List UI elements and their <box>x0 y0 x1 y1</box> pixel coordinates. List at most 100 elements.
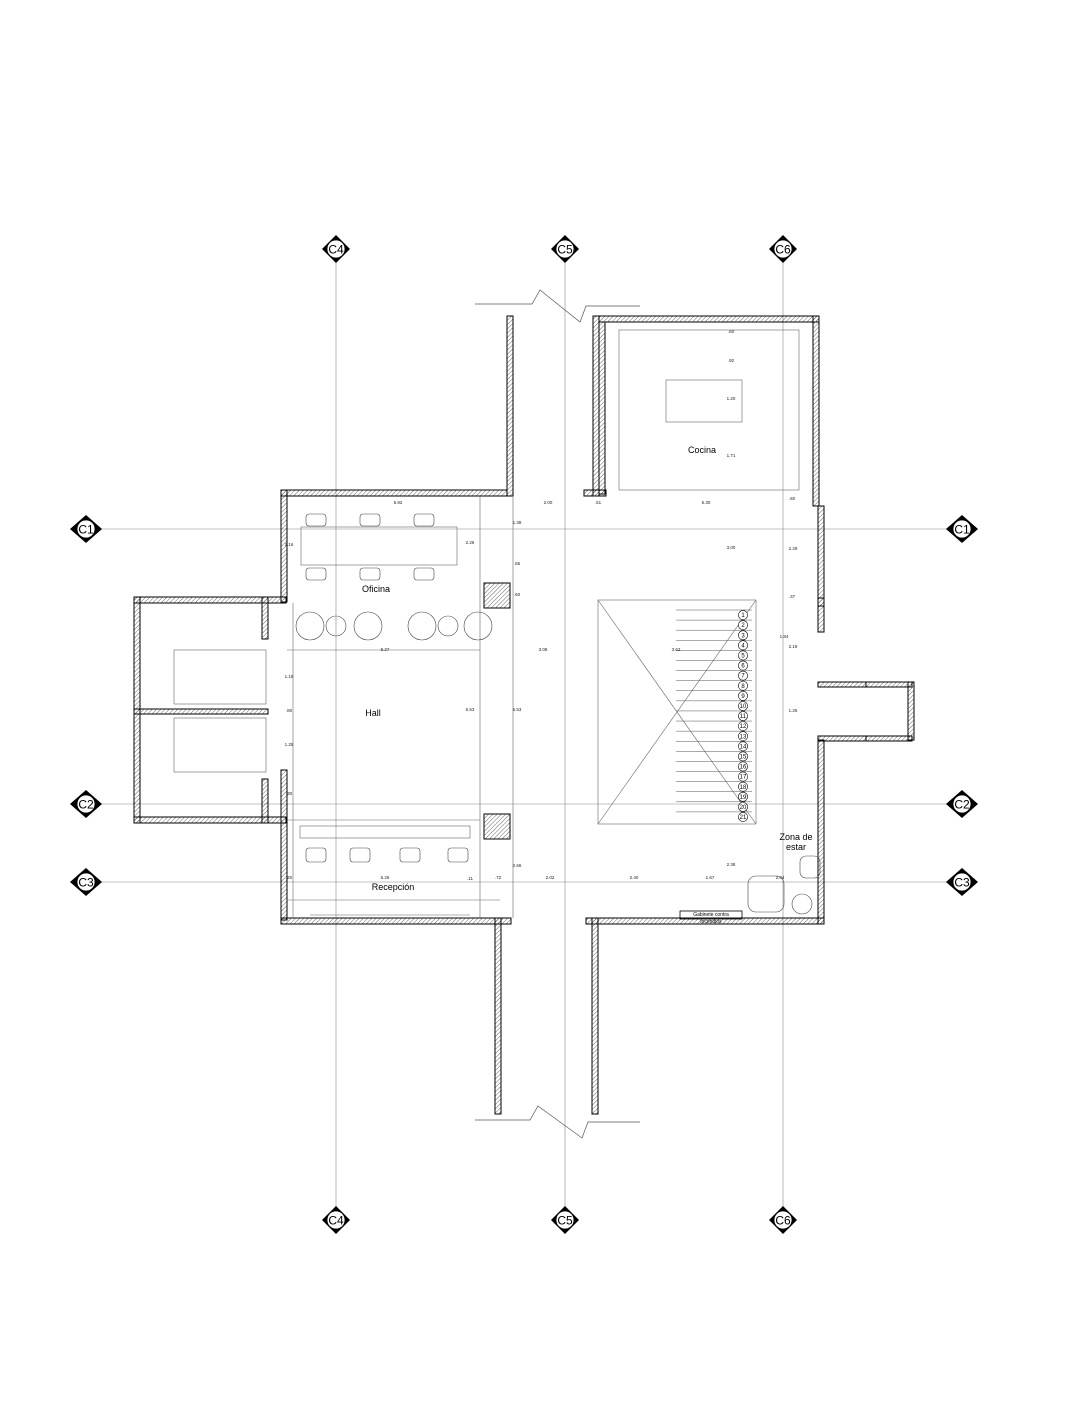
dim: 1.67 <box>706 875 715 880</box>
axis-label-c2-right: C2 <box>954 798 970 812</box>
dim: 3.00 <box>727 545 736 550</box>
fire-cabinet <box>679 910 743 920</box>
stair-step-number: 17 <box>740 775 747 781</box>
stair-step-number: 15 <box>740 754 747 760</box>
dim: 1.25 <box>285 742 294 747</box>
stair-treads <box>676 609 752 813</box>
stair-step-number: 3 <box>741 633 745 639</box>
stair-step-number: 16 <box>740 765 747 771</box>
room-label-zona-estar-2: estar <box>786 842 806 852</box>
stair-step-marker <box>738 711 748 721</box>
room-label-oficina: Oficina <box>362 584 390 594</box>
dim: .20 <box>286 875 293 880</box>
walls <box>133 315 915 1115</box>
dim: 5.30 <box>702 500 711 505</box>
stair-step-number: 18 <box>740 785 747 791</box>
room-label-hall: Hall <box>365 708 381 718</box>
reception-chairs <box>305 847 469 863</box>
room-label-cocina: Cocina <box>688 445 716 455</box>
dim: 2.38 <box>727 862 736 867</box>
dim: 2.26 <box>466 540 475 545</box>
dim: 2.29 <box>789 546 798 551</box>
stair-step-marker <box>738 670 748 681</box>
stair-step-marker <box>738 630 748 641</box>
dim: .92 <box>728 358 735 363</box>
stair-step-marker <box>738 721 748 731</box>
dim: 1.25 <box>789 708 798 713</box>
stair-step-marker <box>738 751 748 762</box>
axis-label-c1-left: C1 <box>78 523 94 537</box>
fire-cabinet-label-2: incendios <box>700 919 722 925</box>
stair-step-marker <box>738 640 748 651</box>
dim: .30 <box>286 791 293 796</box>
dim: 1.38 <box>513 520 522 525</box>
stair-step-number: 7 <box>741 674 745 680</box>
dim: 1.71 <box>727 453 736 458</box>
dim: 5.53 <box>466 707 475 712</box>
stair-step-number: 12 <box>740 724 747 730</box>
stair-step-marker <box>738 701 748 711</box>
stair-step-marker <box>738 620 748 631</box>
stair-step-number: 6 <box>741 664 745 670</box>
room-label-zona-estar-1: Zona de <box>779 832 812 842</box>
axis-label-c5-top: C5 <box>557 243 573 257</box>
axis-marker-c6-bottom: C6 <box>769 1206 797 1234</box>
dim: 2.40 <box>630 875 639 880</box>
axis-label-c5-bottom: C5 <box>557 1214 573 1228</box>
room-label-recepcion: Recepción <box>372 882 415 892</box>
axis-markers: C4 C5 C6 C4 C5 C6 <box>70 235 978 1234</box>
interior-lines <box>173 329 800 918</box>
stair-step-number: 5 <box>741 654 745 660</box>
dim: .72 <box>495 875 502 880</box>
axis-label-c2-left: C2 <box>78 798 94 812</box>
stair-step-marker <box>738 690 748 701</box>
stair-step-number: 11 <box>740 714 747 720</box>
stair-step-marker <box>738 610 748 620</box>
stair-step-marker <box>738 650 748 661</box>
axis-marker-c5-top: C5 <box>551 235 579 263</box>
axis-marker-c5-bottom: C5 <box>551 1206 579 1234</box>
dim: 5.26 <box>381 875 390 880</box>
axis-marker-c1-right: C1 <box>946 515 978 543</box>
axis-marker-c4-top: C4 <box>322 235 350 263</box>
axis-marker-c1-left: C1 <box>70 515 102 543</box>
stair-step-marker <box>738 680 748 691</box>
dim: .80 <box>286 708 293 713</box>
dim: 5.53 <box>513 707 522 712</box>
dim: 2.02 <box>546 875 555 880</box>
dim: 2.16 <box>285 542 294 547</box>
axis-label-c6-top: C6 <box>775 243 791 257</box>
stair-step-marker <box>738 801 748 812</box>
dim: 5.27 <box>381 647 390 652</box>
axis-marker-c4-bottom: C4 <box>322 1206 350 1234</box>
dim: 2.00 <box>544 500 553 505</box>
axis-label-c3-left: C3 <box>78 876 94 890</box>
stair-step-number: 21 <box>740 815 747 821</box>
axis-label-c1-right: C1 <box>954 523 970 537</box>
stair-step-marker <box>738 741 748 752</box>
axis-label-c6-bottom: C6 <box>775 1214 791 1228</box>
fire-cabinet-label-1: Gabinete contra <box>693 912 729 918</box>
dim: 5.92 <box>394 500 403 505</box>
axis-label-c4-top: C4 <box>328 243 344 257</box>
grid-axes <box>100 262 947 1208</box>
dim: 2.04 <box>776 875 785 880</box>
office-chairs-top <box>305 513 435 581</box>
stair-step-marker <box>738 812 748 822</box>
stair-step-marker <box>738 731 748 742</box>
dimension-labels: 5.92 2.00 .51 5.30 .60 5.27 3.08 3.62 1.… <box>285 329 798 881</box>
dim: .37 <box>789 594 796 599</box>
axis-marker-c2-right: C2 <box>946 790 978 818</box>
stair-step-marker <box>738 771 748 782</box>
lounge-chairs <box>295 611 493 641</box>
dim: 1.18 <box>285 674 294 679</box>
dim: 3.62 <box>672 647 681 652</box>
stair-step-number: 1 <box>741 613 745 619</box>
stair-step-number: 20 <box>740 805 747 811</box>
site-lines <box>475 289 640 1139</box>
stair-step-number: 13 <box>740 734 747 740</box>
dim: .11 <box>467 876 473 881</box>
dim: 2.66 <box>513 863 522 868</box>
